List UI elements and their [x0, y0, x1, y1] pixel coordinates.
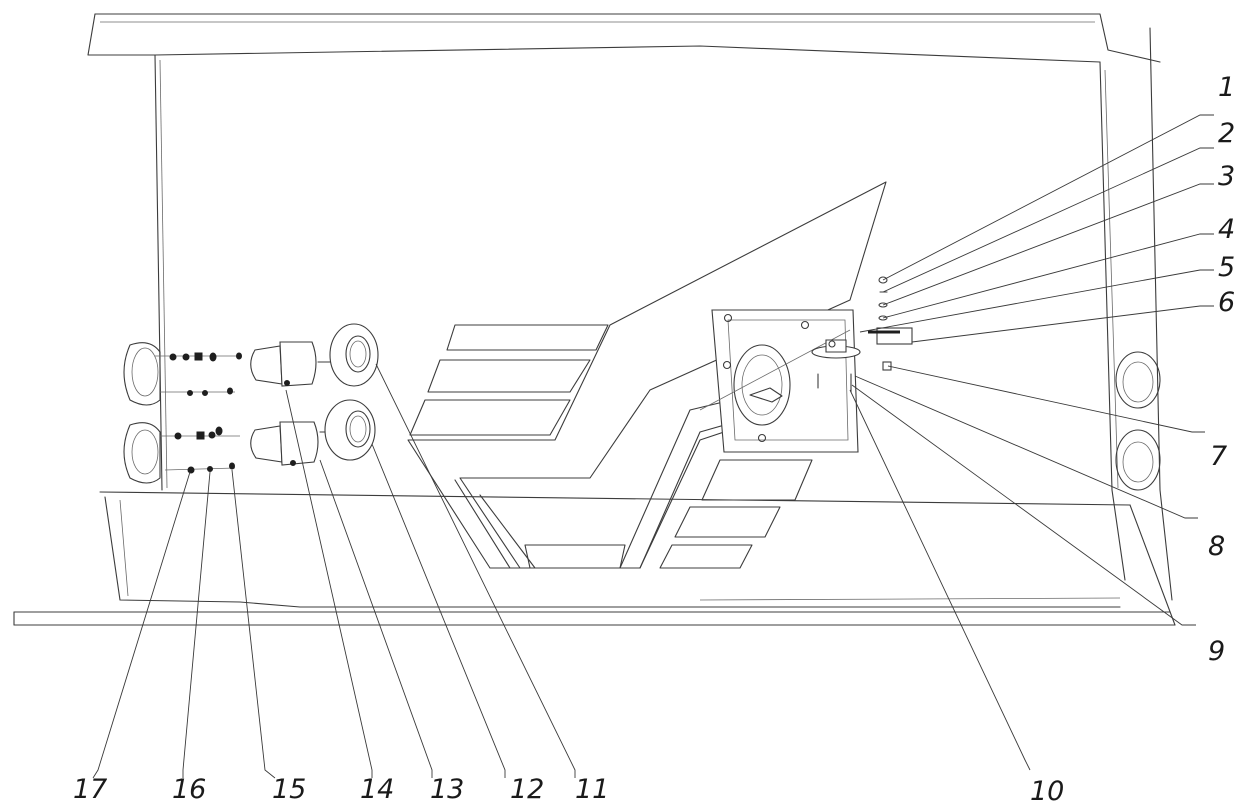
- callout-2: 2: [1218, 118, 1235, 149]
- callout-4: 4: [1218, 214, 1235, 245]
- body-panel-outline: [13, 13, 1176, 626]
- callout-10: 10: [1030, 776, 1064, 807]
- left-lamp-sockets: [123, 342, 161, 484]
- leader-lines: [92, 114, 1214, 779]
- callout-7: 7: [1210, 441, 1227, 472]
- callout-numbers: 1 2 3 4 5 6 7 8 9 10 11 12 13 14 15 16 1…: [73, 72, 1235, 807]
- callout-5: 5: [1218, 252, 1235, 283]
- lower-lamp-assembly: [160, 399, 376, 474]
- mounting-plate-assembly: [699, 276, 913, 453]
- callout-9: 9: [1208, 636, 1225, 667]
- callout-13: 13: [430, 774, 464, 805]
- callout-16: 16: [172, 774, 206, 805]
- callout-11: 11: [575, 774, 609, 805]
- callout-6: 6: [1218, 287, 1235, 318]
- callout-3: 3: [1218, 161, 1235, 192]
- upper-lamp-assembly: [155, 323, 379, 396]
- callout-8: 8: [1208, 531, 1225, 562]
- callout-14: 14: [360, 774, 394, 805]
- callout-17: 17: [73, 774, 107, 805]
- callout-15: 15: [272, 774, 306, 805]
- callout-1: 1: [1218, 72, 1235, 103]
- callout-12: 12: [510, 774, 544, 805]
- right-side-recesses: [1115, 351, 1161, 491]
